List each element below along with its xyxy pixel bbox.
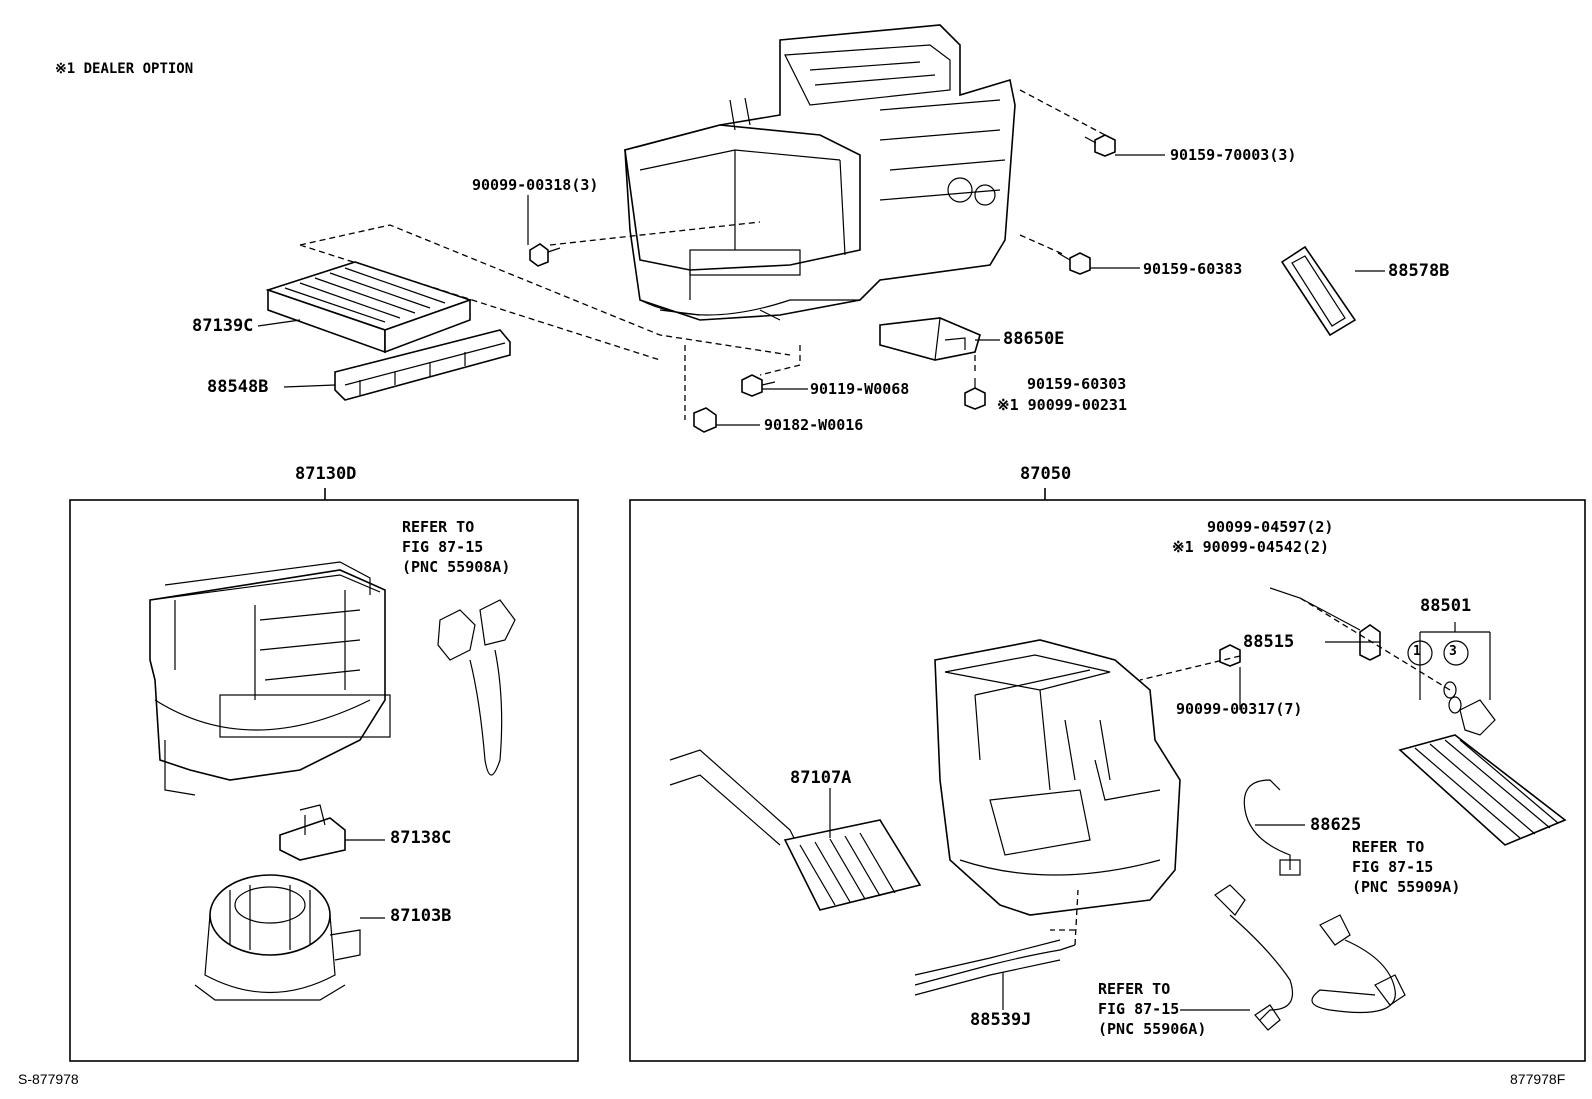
footer-right-code: 877978F [1510, 1071, 1566, 1087]
circled-ref-3 [1443, 640, 1469, 666]
footer-left-code: S-877978 [18, 1071, 79, 1087]
refer-line-2: FIG 87-15 [1352, 858, 1434, 876]
circled-ref-1 [1407, 640, 1433, 666]
resistor-drawing [279, 804, 385, 861]
circled-ref-1-text: 1 [1413, 644, 1421, 659]
part-label-90159-70003[interactable]: 90159-70003(3) [1170, 146, 1297, 164]
part-label-90099-04597[interactable]: 90099-04597(2) [1207, 518, 1334, 536]
part-label-87103B[interactable]: 87103B [390, 906, 452, 926]
gasket-drawing [1280, 245, 1357, 337]
heater-actuators-drawing [1214, 884, 1406, 1031]
group-label-87130D[interactable]: 87130D [295, 464, 357, 484]
refer-line-3: (PNC 55908A) [402, 558, 511, 576]
hose-drawing [914, 889, 1079, 1010]
hvac-unit-drawing [624, 24, 1016, 321]
label-leaders [257, 154, 1385, 426]
part-label-88625[interactable]: 88625 [1310, 815, 1362, 835]
part-label-90099-00317[interactable]: 90099-00317(7) [1176, 700, 1303, 718]
part-label-90099-04542[interactable]: ※1 90099-04542(2) [1172, 538, 1330, 556]
part-label-90159-60303[interactable]: 90159-60303 [1027, 375, 1127, 393]
refer-line-2: FIG 87-15 [402, 538, 484, 556]
evaporator-drawing [1398, 699, 1567, 846]
o-ring-callouts [1407, 622, 1491, 714]
refer-line-3: (PNC 55906A) [1098, 1020, 1207, 1038]
blower-group-frame [69, 499, 579, 1062]
fasteners-top [529, 134, 1116, 433]
refer-line-1: REFER TO [402, 518, 475, 536]
part-label-87138C[interactable]: 87138C [390, 828, 452, 848]
refer-line-3: (PNC 55909A) [1352, 878, 1461, 896]
cabin-filter-drawing [265, 261, 473, 354]
part-label-88548B[interactable]: 88548B [207, 377, 269, 397]
blower-actuator-drawing [437, 599, 516, 776]
amplifier-drawing [879, 317, 981, 361]
part-label-90099-00231[interactable]: ※1 90099-00231 [997, 396, 1127, 414]
dealer-option-note: ※1 DEALER OPTION [55, 61, 194, 77]
group-label-87050[interactable]: 87050 [1020, 464, 1072, 484]
refer-line-1: REFER TO [1098, 980, 1171, 998]
blower-case-drawing [149, 561, 391, 796]
part-label-88650E[interactable]: 88650E [1003, 329, 1065, 349]
part-label-88515[interactable]: 88515 [1243, 632, 1295, 652]
expansion-valve-drawing [1139, 587, 1451, 710]
part-label-87139C[interactable]: 87139C [192, 316, 254, 336]
refer-line-1: REFER TO [1352, 838, 1425, 856]
heater-group-frame [629, 499, 1586, 1062]
part-label-90182-W0016[interactable]: 90182-W0016 [764, 416, 864, 434]
part-label-87107A[interactable]: 87107A [790, 768, 852, 788]
sensor-88625-drawing [1243, 779, 1305, 876]
part-label-88578B[interactable]: 88578B [1388, 261, 1450, 281]
part-label-90159-60383[interactable]: 90159-60383 [1143, 260, 1243, 278]
part-label-88539J[interactable]: 88539J [970, 1010, 1032, 1030]
refer-line-2: FIG 87-15 [1098, 1000, 1180, 1018]
heater-core-drawing [669, 749, 922, 911]
part-label-88501[interactable]: 88501 [1420, 596, 1472, 616]
filter-frame-drawing [334, 329, 511, 401]
part-label-90099-00318[interactable]: 90099-00318(3) [472, 176, 599, 194]
part-label-90119-W0068[interactable]: 90119-W0068 [810, 380, 910, 398]
heater-case-drawing [934, 639, 1181, 916]
circled-ref-3-text: 3 [1449, 644, 1457, 659]
blower-motor-drawing [194, 874, 385, 1001]
